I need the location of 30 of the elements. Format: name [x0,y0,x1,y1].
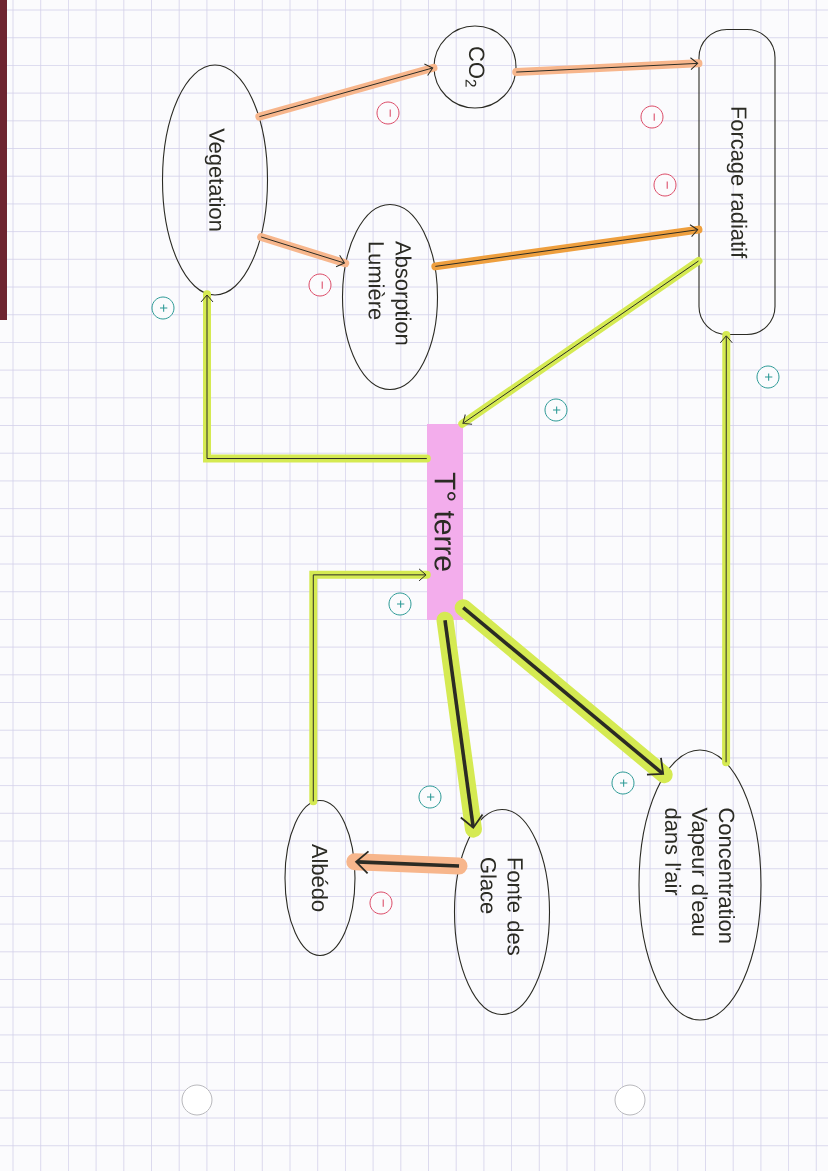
elbow-arrow [309,568,431,806]
edge-label: + [151,296,175,320]
arrow [458,257,703,428]
edge-label: − [376,101,400,125]
elbow-arrow [200,290,431,463]
rounded-box: Forcage radiatif [698,28,776,336]
arrow [257,233,350,268]
edge-label: + [544,398,568,422]
oval-node: Concentration Vapeur d'eau dans l'air [638,749,762,1021]
arrow [719,331,733,767]
edge-label: − [369,891,393,915]
circle-node: CO$_{2}$ [433,25,517,109]
edge-label: − [653,173,677,197]
highlighted-text: T° terre [427,424,463,620]
edge-label: + [756,365,780,389]
arrow [512,57,703,77]
thick-arrow [346,850,468,875]
oval-node: Absorption Lumière [341,203,439,391]
oval-node: Albédo [284,799,356,957]
arrow [255,63,438,121]
thick-arrow [436,611,484,838]
edge-label: − [308,273,332,297]
arrow [431,224,703,271]
oval-node: Fonte des Glace [453,808,551,1016]
thick-arrow [454,599,673,784]
edge-label: + [418,785,442,809]
edge-label: + [388,592,412,616]
oval-node: Vegetation [161,64,269,296]
edge-label: − [640,105,664,129]
edge-label: + [611,771,635,795]
